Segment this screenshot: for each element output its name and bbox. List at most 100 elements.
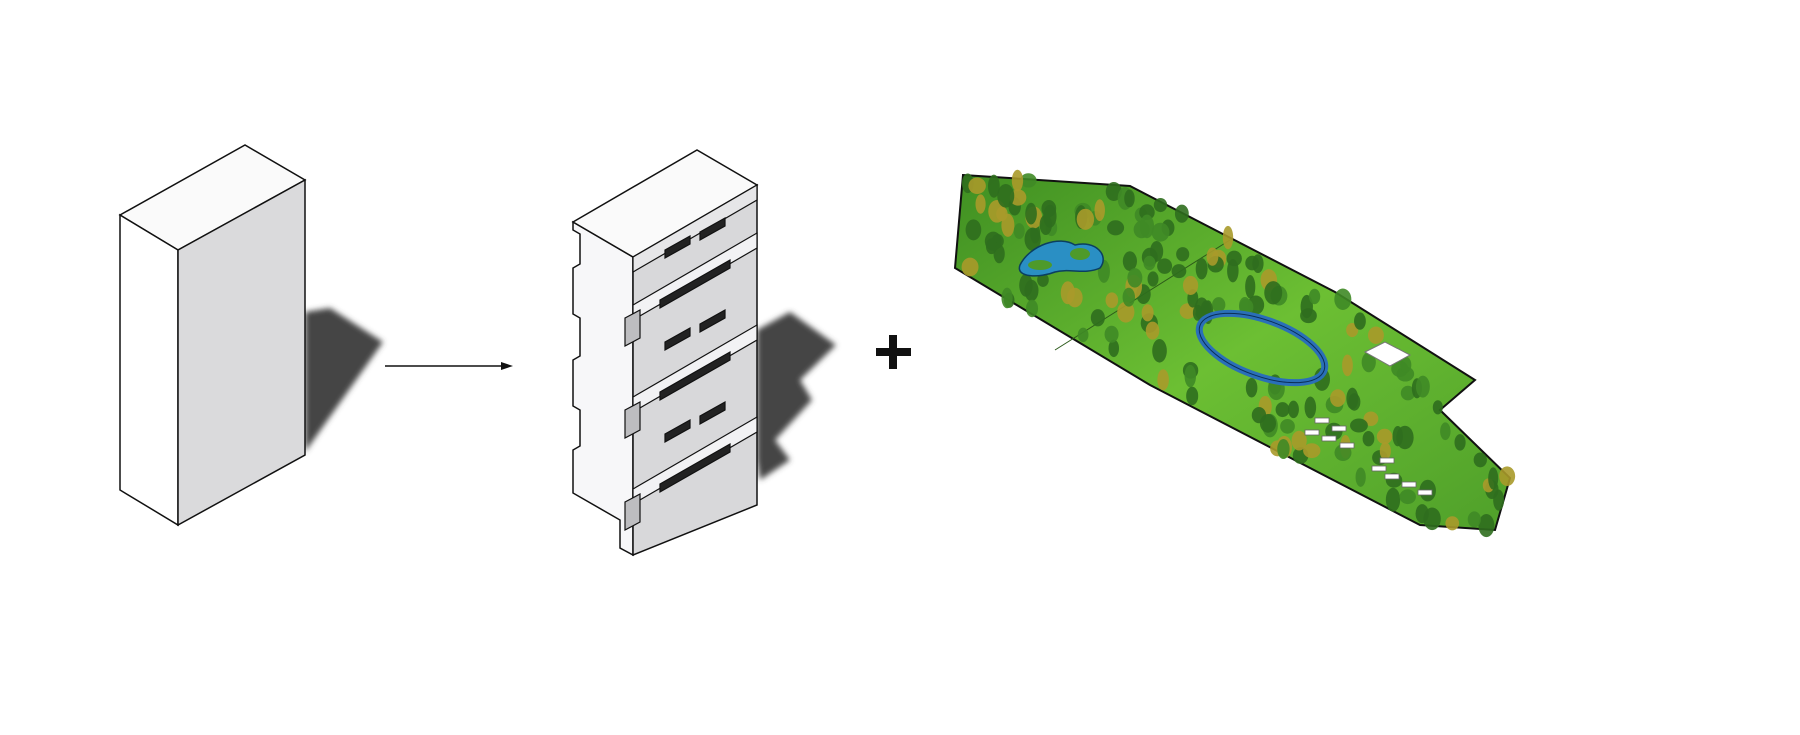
tree — [987, 174, 1000, 198]
tree — [1334, 444, 1352, 462]
trees — [961, 169, 1516, 538]
tree — [1400, 356, 1412, 373]
tree — [1454, 434, 1466, 451]
tree — [1076, 208, 1095, 230]
tree — [1342, 354, 1353, 377]
tree — [1171, 264, 1187, 279]
tree — [1152, 338, 1167, 363]
tree — [1151, 222, 1170, 242]
tree — [1499, 466, 1516, 487]
tree — [996, 206, 1008, 222]
tree — [1108, 339, 1120, 358]
tree — [1117, 301, 1135, 323]
tree — [1368, 326, 1384, 344]
tree — [1024, 227, 1041, 251]
tree — [1473, 452, 1487, 468]
tree — [1399, 489, 1416, 505]
tree — [1139, 214, 1155, 239]
tree — [1206, 247, 1219, 266]
tree — [1303, 443, 1321, 459]
tree — [1013, 223, 1025, 240]
tree — [1362, 430, 1375, 447]
tree — [1227, 259, 1239, 283]
tree — [1363, 411, 1379, 426]
tree — [1385, 487, 1401, 512]
tree — [1275, 402, 1290, 418]
tree — [1245, 378, 1258, 398]
tree — [1184, 364, 1197, 388]
tree — [961, 257, 979, 277]
tree — [1124, 189, 1135, 208]
tree — [1060, 281, 1075, 305]
tree — [1141, 304, 1154, 322]
block-right-face — [177, 178, 306, 527]
tree — [1354, 312, 1366, 330]
tree — [1104, 325, 1119, 343]
tree — [1122, 287, 1135, 307]
tree — [1147, 271, 1159, 287]
tree — [985, 238, 998, 255]
tree — [1090, 309, 1105, 327]
building-left-face — [572, 220, 634, 557]
tree — [965, 219, 982, 241]
tree — [1415, 375, 1430, 398]
block-left-face — [119, 213, 179, 527]
tree — [1488, 467, 1499, 490]
tree — [1025, 202, 1037, 225]
block-shadow — [305, 308, 383, 452]
pond-ring — [1195, 309, 1329, 387]
plus-icon — [876, 335, 911, 369]
pond-small — [1018, 240, 1104, 277]
tree — [1020, 173, 1037, 188]
tree — [1334, 288, 1352, 310]
pavilions — [1304, 417, 1433, 496]
tree — [1277, 439, 1290, 460]
tree — [1440, 422, 1451, 441]
tree — [975, 194, 986, 214]
tree — [1195, 258, 1208, 280]
tree — [1291, 430, 1307, 451]
tree — [1077, 327, 1089, 343]
tree — [1288, 400, 1299, 419]
tree — [968, 177, 986, 194]
tree — [1127, 268, 1143, 288]
tree — [1330, 389, 1346, 407]
tree — [1400, 385, 1416, 401]
tree — [1392, 425, 1403, 447]
tree — [1308, 288, 1321, 305]
tree — [1432, 400, 1443, 415]
tree — [1143, 255, 1156, 271]
tree — [1259, 413, 1277, 433]
tree — [1376, 428, 1393, 445]
building-shadow — [757, 312, 836, 480]
tree — [1145, 321, 1160, 340]
tree — [1153, 197, 1168, 213]
tree — [1043, 204, 1057, 228]
tree — [1122, 251, 1137, 272]
tree — [997, 183, 1015, 208]
plaza — [1363, 341, 1412, 367]
tree — [1467, 511, 1481, 528]
arrow-right-icon — [385, 362, 513, 370]
tree — [1176, 247, 1190, 262]
tree — [1139, 204, 1155, 221]
tree — [1192, 304, 1203, 321]
tree — [1493, 489, 1505, 511]
park-site — [953, 169, 1516, 538]
tree — [1445, 516, 1460, 531]
balconies — [624, 216, 758, 531]
tree — [1478, 514, 1495, 538]
tree — [1350, 418, 1368, 433]
tree — [1105, 292, 1119, 308]
tree — [1019, 273, 1033, 297]
tree — [1182, 275, 1199, 295]
tree — [1186, 386, 1199, 406]
tree — [1361, 352, 1376, 373]
stepped-building — [571, 149, 836, 557]
tree — [1379, 442, 1391, 460]
tree — [1107, 220, 1125, 236]
tree — [1026, 299, 1039, 318]
tree — [1264, 281, 1283, 305]
tree — [1304, 396, 1317, 419]
tree — [1157, 258, 1173, 274]
